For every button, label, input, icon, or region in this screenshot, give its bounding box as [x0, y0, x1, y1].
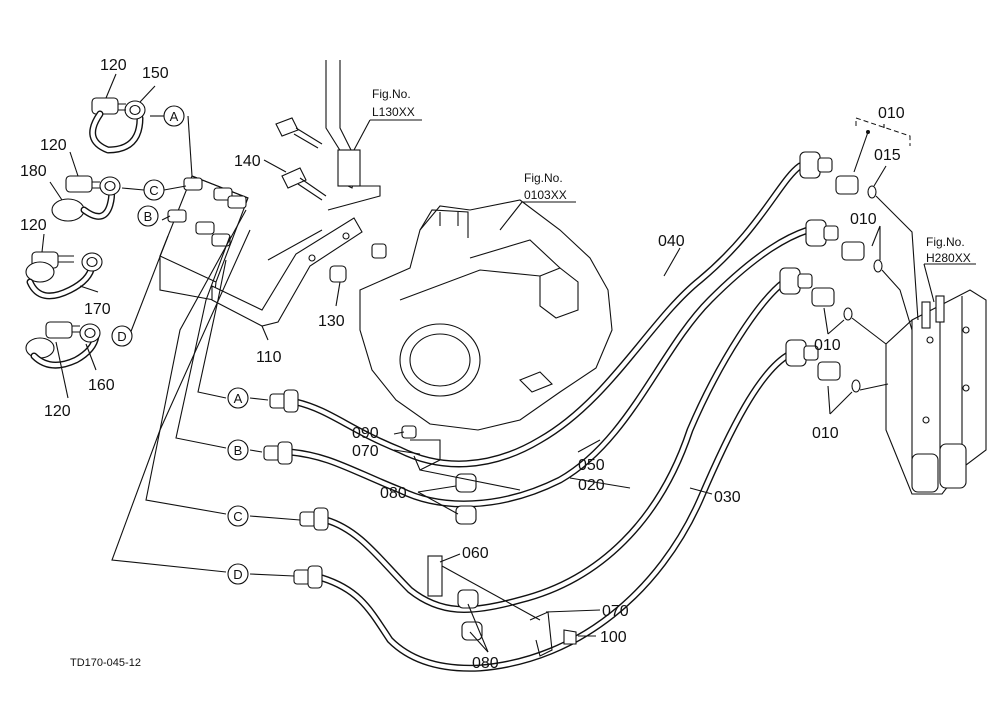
label-080: 080 — [380, 485, 407, 502]
label-100: 100 — [600, 629, 627, 646]
ref-h280: Fig.No. H280XX — [926, 235, 971, 265]
part-labels: 120 150 120 180 120 170 160 120 140 130 … — [20, 57, 905, 672]
center-leaders — [261, 159, 887, 653]
label-140: 140 — [234, 153, 261, 170]
svg-text:L130XX: L130XX — [372, 105, 415, 119]
label-050: 050 — [578, 457, 605, 474]
label-030: 030 — [714, 489, 741, 506]
pipe-group — [286, 162, 812, 672]
label-010: 010 — [812, 425, 839, 442]
adapters-010 — [811, 175, 883, 393]
svg-text:C: C — [233, 509, 242, 524]
callout-d-top: D — [111, 325, 133, 347]
callout-c-top: C — [143, 179, 165, 201]
valve-connect-lines — [851, 195, 919, 391]
label-010: 010 — [850, 211, 877, 228]
label-070: 070 — [352, 443, 379, 460]
label-020: 020 — [578, 477, 605, 494]
fittings-left — [263, 389, 329, 589]
label-150: 150 — [142, 65, 169, 82]
ref-0103: Fig.No. 0103XX — [524, 171, 567, 202]
assembly-bracket — [853, 117, 911, 173]
label-160: 160 — [88, 377, 115, 394]
svg-text:B: B — [144, 209, 153, 224]
svg-text:Fig.No.: Fig.No. — [372, 87, 411, 101]
hose-set-c — [51, 175, 121, 222]
pipe-050 — [286, 226, 812, 508]
svg-text:0103XX: 0103XX — [524, 188, 567, 202]
f0103-leader — [499, 201, 576, 231]
mounting-bracket — [211, 217, 363, 327]
label-090: 090 — [352, 425, 379, 442]
label-010-assembly: 010 — [878, 105, 905, 122]
callout-a-top: A — [163, 105, 185, 127]
pipe-030 — [318, 350, 794, 672]
svg-text:A: A — [170, 109, 179, 124]
l130-leader — [353, 119, 422, 151]
h280-leader — [923, 263, 976, 303]
svg-text:H280XX: H280XX — [926, 251, 971, 265]
bolt-upper — [275, 117, 323, 149]
svg-text:B: B — [234, 443, 243, 458]
ref-l130: Fig.No. L130XX — [372, 87, 415, 119]
label-060: 060 — [462, 545, 489, 562]
label-120: 120 — [20, 217, 47, 234]
guide-lines — [111, 115, 301, 577]
pipe-040 — [292, 162, 804, 468]
label-120: 120 — [44, 403, 71, 420]
callout-a-pipe: A — [227, 387, 249, 409]
fittings-right — [779, 151, 839, 367]
hose-set-b — [25, 251, 103, 300]
transmission-housing — [359, 199, 613, 431]
label-130: 130 — [318, 313, 345, 330]
lever-rod — [325, 60, 361, 189]
label-120: 120 — [100, 57, 127, 74]
callout-b-top: B — [137, 205, 159, 227]
callout-b-pipe: B — [227, 439, 249, 461]
label-170: 170 — [84, 301, 111, 318]
bolt-140 — [281, 167, 327, 201]
svg-text:A: A — [234, 391, 243, 406]
hose-set-d — [25, 321, 101, 369]
svg-text:Fig.No.: Fig.No. — [524, 171, 563, 185]
callout-c-pipe: C — [227, 505, 249, 527]
label-120: 120 — [40, 137, 67, 154]
label-110: 110 — [256, 349, 282, 366]
clamps-upper — [401, 425, 521, 525]
svg-text:D: D — [117, 329, 126, 344]
drawing-code: TD170-045-12 — [70, 657, 141, 669]
label-180: 180 — [20, 163, 47, 180]
left-leaders — [41, 73, 164, 399]
control-valve — [885, 289, 987, 495]
callout-d-pipe: D — [227, 563, 249, 585]
hose-set-a — [89, 97, 146, 154]
manifold-block — [159, 175, 249, 301]
label-015: 015 — [874, 147, 901, 164]
label-040: 040 — [658, 233, 685, 250]
lever-leader — [327, 185, 381, 211]
svg-text:D: D — [233, 567, 242, 582]
label-070: 070 — [602, 603, 629, 620]
collar-130 — [329, 243, 387, 283]
svg-text:Fig.No.: Fig.No. — [926, 235, 965, 249]
label-010: 010 — [814, 337, 841, 354]
svg-text:C: C — [149, 183, 158, 198]
label-080: 080 — [472, 655, 499, 672]
clamps-lower — [427, 555, 577, 657]
